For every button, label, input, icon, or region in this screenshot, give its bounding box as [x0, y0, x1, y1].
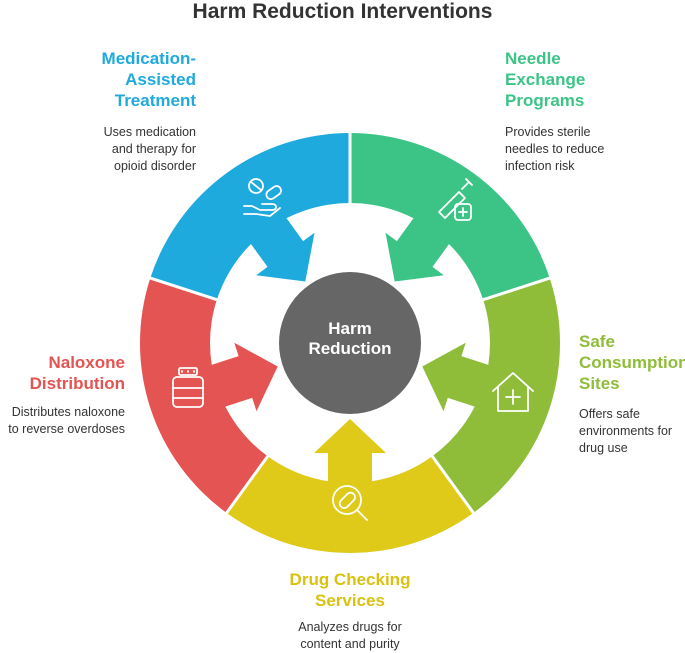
desc-needle-exchange-programs: Provides sterile needles to reduce infec…	[505, 125, 605, 173]
label-medication-assisted-treatment: Medication- Assisted Treatment	[101, 49, 196, 110]
center-label-line1: Harm	[328, 319, 371, 338]
segment-divider	[429, 453, 476, 516]
center-circle	[279, 272, 421, 414]
segment-safe-consumption-sites	[432, 278, 560, 513]
diagram-title: Harm Reduction Interventions	[192, 0, 493, 23]
desc-drug-checking-services: Analyzes drugs for content and purity	[298, 620, 402, 651]
desc-medication-assisted-treatment: Uses medication and therapy for opioid d…	[103, 125, 196, 173]
label-drug-checking-services: Drug Checking Services	[289, 570, 411, 610]
desc-naloxone-distribution: Distributes naloxone to reverse overdose…	[8, 405, 125, 436]
desc-safe-consumption-sites: Offers safe environments for drug use	[579, 407, 673, 455]
arrow-drug-checking-services	[314, 419, 386, 487]
syringe-plus-icon	[438, 178, 473, 221]
arrow-needle-exchange-programs	[385, 213, 453, 282]
pill-magnifier-icon	[332, 485, 368, 521]
segment-needle-exchange-programs	[350, 133, 550, 300]
pills-hand-icon	[243, 178, 282, 217]
arrow-naloxone-distribution	[206, 342, 278, 412]
arrow-medication-assisted-treatment	[247, 213, 315, 282]
medicine-bottle-icon	[172, 367, 204, 408]
segment-divider	[147, 276, 220, 302]
center-label-line2: Reduction	[308, 339, 391, 358]
label-needle-exchange-programs: Needle Exchange Programs	[505, 49, 586, 110]
segment-divider	[224, 453, 271, 516]
house-cross-icon	[492, 372, 534, 412]
segment-medication-assisted-treatment	[150, 133, 350, 300]
arrow-safe-consumption-sites	[422, 342, 494, 412]
label-naloxone-distribution: Naloxone Distribution	[29, 353, 125, 393]
label-safe-consumption-sites: Safe Consumption Sites	[579, 332, 685, 393]
segment-divider	[480, 276, 553, 302]
